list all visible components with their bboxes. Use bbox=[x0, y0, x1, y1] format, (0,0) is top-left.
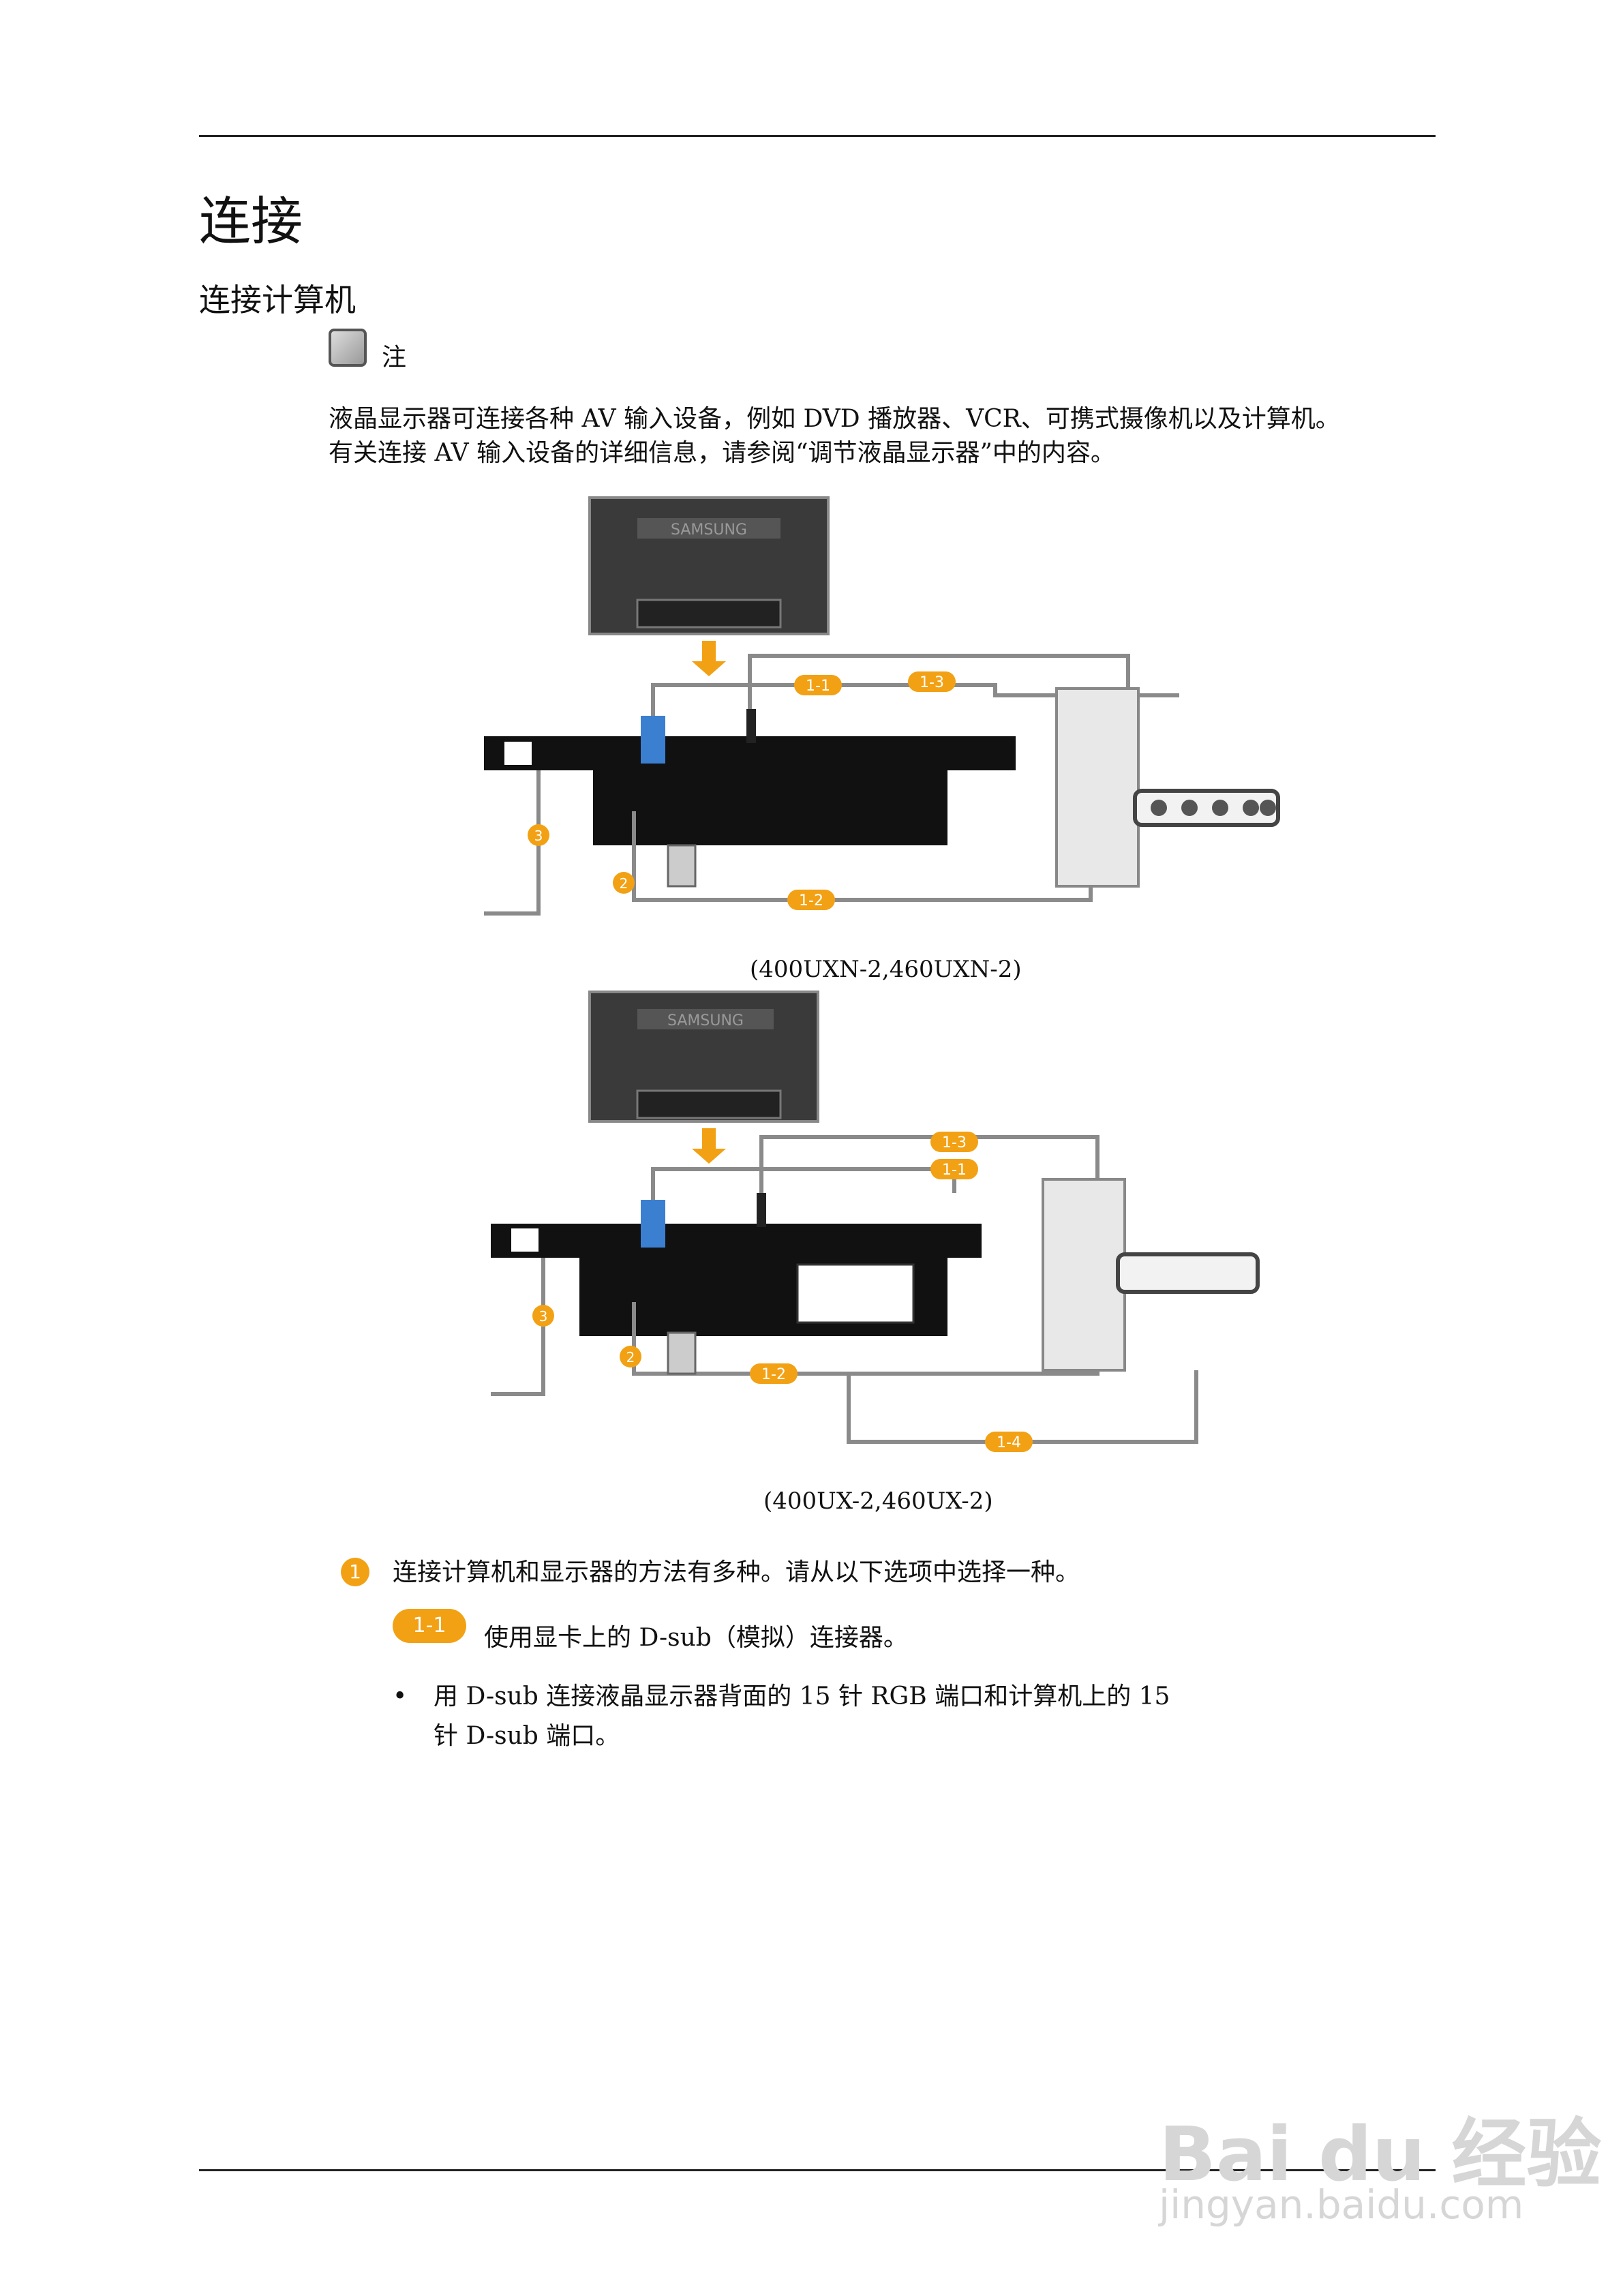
label-1-1 bbox=[930, 1159, 978, 1179]
cable-1-1 bbox=[651, 1167, 956, 1200]
label-3-text: 3 bbox=[534, 828, 543, 844]
label-1-3-text: 1-3 bbox=[942, 1134, 967, 1151]
down-arrow-icon bbox=[692, 1128, 726, 1164]
label-1-3-text: 1-3 bbox=[920, 674, 944, 691]
step-number-badge: 1 bbox=[341, 1558, 369, 1586]
section-title: 连接计算机 bbox=[199, 282, 356, 318]
figure-2: SAMSUNG 1-3 1-1 1-2 1-4 2 3 bbox=[477, 988, 1295, 1466]
component-box bbox=[1116, 1252, 1260, 1294]
note-label: 注 bbox=[382, 344, 407, 372]
page-title: 连接 bbox=[199, 191, 303, 252]
intro-line-2: 有关连接 AV 输入设备的详细信息，请参阅“调节液晶显示器”中的内容。 bbox=[329, 439, 1115, 467]
note-icon bbox=[329, 329, 367, 367]
figure-1: SAMSUNG 1-1 1-3 1-2 2 3 bbox=[477, 491, 1295, 941]
label-3-text: 3 bbox=[539, 1308, 548, 1325]
label-2-text: 2 bbox=[620, 875, 628, 892]
intro-line-1: 液晶显示器可连接各种 AV 输入设备，例如 DVD 播放器、VCR、可携式摄像机… bbox=[329, 405, 1340, 433]
rca-port-1 bbox=[1151, 800, 1167, 816]
cable-1-3 bbox=[759, 1135, 1099, 1213]
panel-top bbox=[491, 1224, 982, 1258]
dsub-connector bbox=[641, 1200, 665, 1248]
label-1-2 bbox=[750, 1363, 798, 1384]
bullet-text: 用 D-sub 连接液晶显示器背面的 15 针 RGB 端口和计算机上的 15 … bbox=[434, 1677, 1279, 1756]
option-tag-1-1: 1-1 bbox=[393, 1609, 466, 1643]
dvi-connector bbox=[667, 1331, 697, 1375]
panel-bottom bbox=[593, 770, 947, 845]
label-2-text: 2 bbox=[626, 1349, 635, 1365]
step-1-text: 连接计算机和显示器的方法有多种。请从以下选项中选择一种。 bbox=[393, 1558, 1080, 1586]
intro-paragraph: 液晶显示器可连接各种 AV 输入设备，例如 DVD 播放器、VCR、可携式摄像机… bbox=[329, 402, 1446, 470]
audio-jack bbox=[746, 709, 756, 743]
label-2 bbox=[620, 1346, 641, 1368]
label-1-3 bbox=[930, 1132, 978, 1152]
monitor-logo: SAMSUNG bbox=[671, 522, 747, 539]
cable-1-1 bbox=[651, 654, 1130, 716]
connection-diagram-1: SAMSUNG 1-1 1-3 1-2 2 3 bbox=[484, 496, 1280, 916]
label-1-3 bbox=[908, 671, 956, 692]
label-1-2 bbox=[787, 890, 835, 910]
pc-back bbox=[1042, 1178, 1126, 1372]
rca-port-3 bbox=[1212, 800, 1228, 816]
monitor-logo: SAMSUNG bbox=[667, 1012, 744, 1029]
label-1-2-text: 1-2 bbox=[761, 1366, 786, 1383]
power-socket bbox=[511, 1228, 539, 1252]
label-3 bbox=[528, 824, 549, 846]
connection-diagram-2: SAMSUNG 1-3 1-1 1-2 1-4 2 3 bbox=[491, 991, 1260, 1452]
label-1-1-text: 1-1 bbox=[806, 678, 830, 695]
watermark-logo: Bai du 经验 bbox=[1159, 2111, 1602, 2198]
component-input-ports bbox=[796, 1263, 915, 1324]
component-box bbox=[1133, 789, 1280, 827]
port-panel-thumb bbox=[636, 1089, 782, 1119]
pc-back bbox=[1055, 687, 1140, 888]
audio-jack bbox=[757, 1193, 766, 1227]
figure-1-caption: (400UXN-2,460UXN-2) bbox=[750, 956, 1022, 983]
bottom-rule bbox=[199, 2169, 1436, 2171]
bullet-line-2: 针 D-sub 端口。 bbox=[434, 1722, 620, 1750]
bullet-line-1: 用 D-sub 连接液晶显示器背面的 15 针 RGB 端口和计算机上的 15 bbox=[434, 1682, 1170, 1710]
figure-2-caption: (400UX-2,460UX-2) bbox=[763, 1487, 993, 1515]
label-2 bbox=[613, 872, 635, 894]
label-1-1-text: 1-1 bbox=[942, 1162, 967, 1179]
rca-port-5 bbox=[1260, 800, 1276, 816]
power-socket bbox=[504, 742, 532, 765]
label-1-4 bbox=[985, 1432, 1033, 1452]
watermark-url: jingyan.baidu.com bbox=[1159, 2181, 1524, 2228]
option-1-1-text: 使用显卡上的 D-sub（模拟）连接器。 bbox=[484, 1624, 908, 1652]
bullet-icon: • bbox=[393, 1682, 408, 1710]
label-1-1 bbox=[794, 675, 842, 695]
monitor-logo-area bbox=[637, 518, 780, 539]
rca-port-2 bbox=[1181, 800, 1198, 816]
cable-1-4 bbox=[847, 1370, 1198, 1444]
down-arrow-icon bbox=[692, 641, 726, 676]
power-cable bbox=[491, 1258, 545, 1396]
label-1-4-text: 1-4 bbox=[997, 1434, 1021, 1451]
label-1-2-text: 1-2 bbox=[799, 892, 823, 909]
dvi-connector bbox=[667, 844, 697, 888]
port-panel-thumb bbox=[636, 599, 782, 629]
monitor-logo-area bbox=[637, 1009, 774, 1029]
power-cable bbox=[484, 770, 541, 916]
dsub-connector bbox=[641, 716, 665, 764]
top-rule bbox=[199, 135, 1436, 137]
label-3 bbox=[532, 1305, 554, 1327]
rca-port-4 bbox=[1243, 800, 1259, 816]
